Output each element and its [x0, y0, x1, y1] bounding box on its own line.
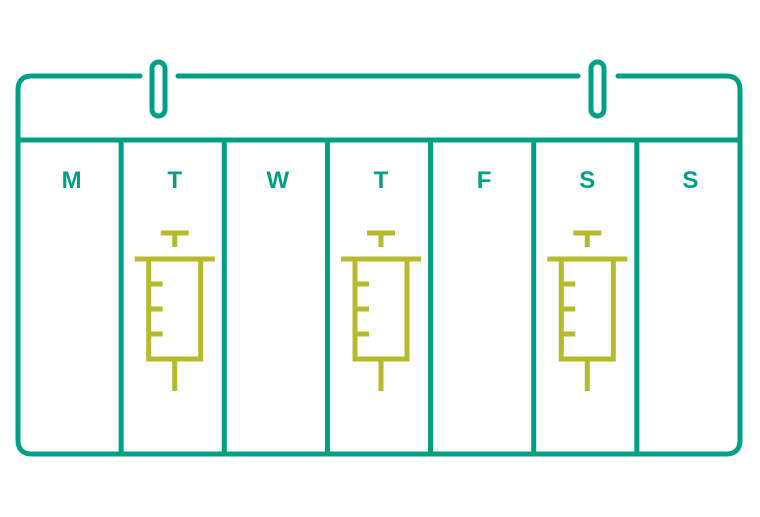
day-label: T — [374, 167, 389, 194]
day-label: F — [477, 167, 492, 194]
syringe-icon — [341, 230, 421, 391]
syringes — [134, 230, 628, 391]
calendar-outline — [15, 73, 743, 457]
calendar-icon — [15, 59, 743, 457]
day-label: M — [62, 167, 82, 194]
syringe-icon — [547, 230, 628, 391]
day-label: S — [579, 167, 595, 194]
day-label: S — [682, 167, 698, 194]
binder-ring-right-icon — [588, 59, 607, 119]
day-columns — [118, 140, 640, 454]
binder-ring-left-icon — [149, 59, 168, 119]
day-label: T — [167, 167, 182, 194]
day-label: W — [267, 167, 290, 194]
syringe-icon — [134, 230, 215, 391]
